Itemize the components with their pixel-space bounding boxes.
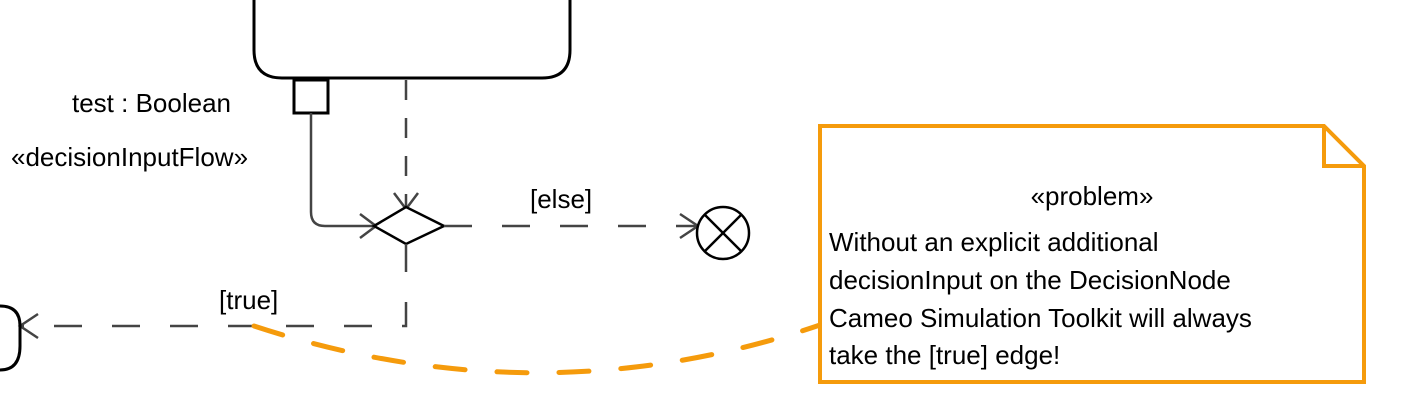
target-action-node[interactable] bbox=[0, 304, 22, 372]
action-node[interactable] bbox=[252, 0, 572, 80]
problem-note[interactable]: «problem» Without an explicit additional… bbox=[818, 124, 1366, 384]
note-line-2: decisionInput on the DecisionNode bbox=[829, 265, 1231, 295]
else-guard-label: [else] bbox=[530, 184, 592, 214]
true-guard-label: [true] bbox=[219, 285, 278, 315]
note-stereotype: «problem» bbox=[1031, 181, 1154, 211]
flow-final-node[interactable] bbox=[695, 205, 751, 261]
note-anchor-line[interactable] bbox=[251, 322, 823, 376]
decision-input-flow-stereotype: «decisionInputFlow» bbox=[11, 142, 248, 172]
true-flow-edge[interactable] bbox=[20, 244, 408, 328]
decision-node[interactable] bbox=[371, 205, 447, 246]
note-line-3: Cameo Simulation Toolkit will always bbox=[829, 303, 1252, 333]
note-line-1: Without an explicit additional bbox=[829, 227, 1159, 257]
output-pin[interactable] bbox=[292, 78, 330, 115]
note-line-4: take the [true] edge! bbox=[829, 340, 1060, 370]
decision-input-flow-edge[interactable] bbox=[309, 113, 374, 228]
pin-label: test : Boolean bbox=[72, 88, 231, 118]
